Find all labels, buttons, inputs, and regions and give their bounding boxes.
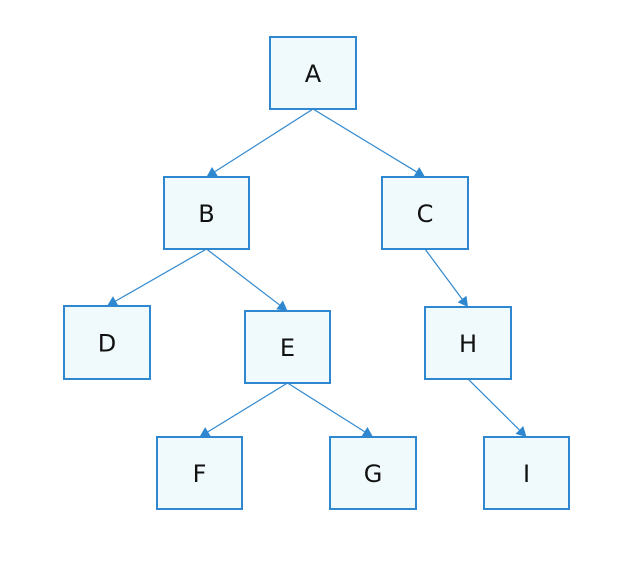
node-h: H: [424, 306, 512, 380]
arrowhead-c: [413, 167, 425, 177]
edge-b-d: [115, 248, 207, 302]
node-label-e: E: [280, 334, 295, 362]
arrowhead-h: [457, 295, 468, 307]
edge-h-i: [467, 378, 520, 431]
node-c: C: [381, 176, 469, 250]
node-f: F: [156, 436, 243, 510]
edge-a-b: [214, 108, 314, 173]
node-a: A: [269, 36, 357, 110]
node-label-h: H: [459, 330, 477, 358]
node-box-a: [269, 36, 357, 110]
node-box-h: [424, 306, 512, 380]
node-box-d: [63, 305, 151, 380]
node-g: G: [329, 436, 417, 510]
arrowhead-e: [276, 300, 288, 311]
node-box-f: [156, 436, 243, 510]
node-box-g: [329, 436, 417, 510]
node-label-f: F: [193, 460, 207, 488]
edge-a-c: [312, 108, 417, 173]
node-i: I: [483, 436, 570, 510]
edges-layer: [107, 108, 527, 437]
arrowhead-d: [107, 296, 119, 306]
node-box-i: [483, 436, 570, 510]
node-label-d: D: [98, 330, 116, 358]
node-box-b: [163, 176, 250, 250]
edge-b-e: [206, 248, 280, 306]
node-box-c: [381, 176, 469, 250]
arrowhead-g: [361, 427, 373, 437]
node-e: E: [244, 310, 331, 384]
node-label-i: I: [523, 460, 530, 488]
edge-e-g: [287, 382, 365, 433]
node-label-c: C: [417, 200, 434, 228]
node-d: D: [63, 305, 151, 380]
edge-e-f: [207, 382, 288, 433]
arrowhead-b: [206, 166, 218, 177]
nodes-layer: A B C D E H F G I: [63, 36, 570, 510]
node-label-b: B: [198, 200, 214, 228]
node-b: B: [163, 176, 250, 250]
node-box-e: [244, 310, 331, 384]
node-label-a: A: [305, 60, 322, 88]
arrowhead-i: [515, 426, 527, 437]
edge-c-h: [424, 248, 463, 300]
arrowhead-f: [199, 427, 211, 437]
node-label-g: G: [364, 460, 383, 488]
